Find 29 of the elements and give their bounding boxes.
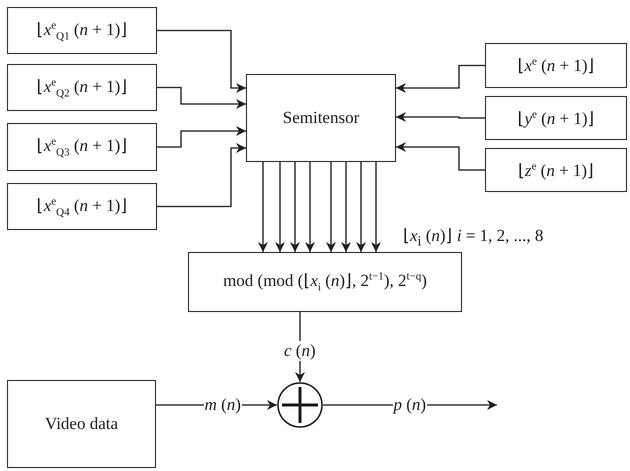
arrow — [371, 162, 381, 252]
arrow — [157, 30, 246, 93]
process-box: ⌊z$^{e}$ (n + 1)⌋ — [485, 148, 627, 192]
process-box: ⌊y$^{e}$ (n + 1)⌋ — [485, 96, 627, 140]
edge-label: c (n) — [283, 340, 317, 360]
arrow — [396, 112, 485, 122]
process-box: ⌊x$^{e}$$_{Q2}$ (n + 1)⌋ — [7, 64, 157, 111]
arrow — [341, 162, 351, 252]
arrow — [326, 162, 336, 252]
arrow — [258, 162, 268, 252]
process-box: Video data — [7, 380, 156, 468]
process-box: ⌊x$^{e}$$_{Q4}$ (n + 1)⌋ — [7, 183, 157, 230]
arrow — [396, 64, 485, 93]
process-box: ⌊x$^{e}$$_{Q3}$ (n + 1)⌋ — [7, 123, 157, 171]
arrow — [275, 162, 285, 252]
adder-circle — [277, 382, 323, 428]
arrow — [157, 86, 246, 109]
process-box: ⌊x$^{e}$ (n + 1)⌋ — [485, 43, 627, 88]
arrow — [396, 142, 485, 171]
arrow — [356, 162, 366, 252]
process-box: Semitensor — [246, 74, 396, 162]
arrow — [305, 162, 315, 252]
modulo-box: mod (mod (⌊x$_{i}$ (n)⌋, 2$^{t−1}$), 2$^{t−q}$) — [188, 252, 462, 312]
arrow — [157, 143, 246, 208]
edge-label: p (n) — [392, 395, 428, 415]
arrow — [157, 126, 246, 148]
arrow — [290, 162, 300, 252]
process-box: ⌊x$^{e}$$_{Q1}$ (n + 1)⌋ — [7, 7, 157, 54]
edge-label: m (n) — [204, 395, 242, 415]
